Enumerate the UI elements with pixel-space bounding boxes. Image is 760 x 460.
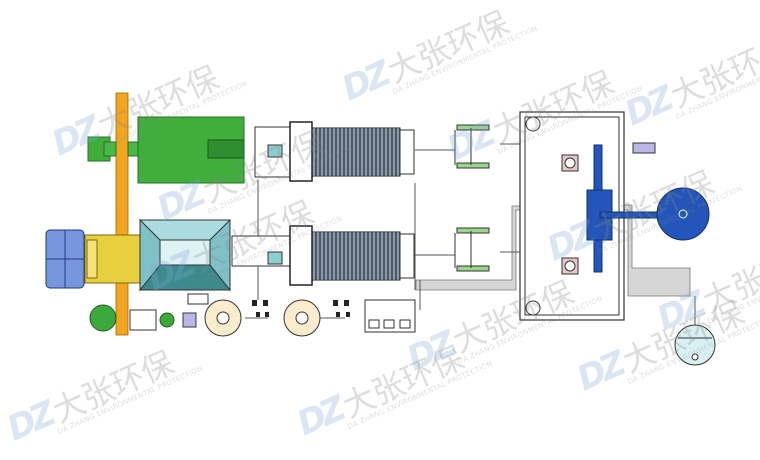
filter-press-lower: [231, 225, 415, 286]
dosing-equipment: [89, 304, 197, 332]
sludge-conditioning-unit: [87, 116, 245, 184]
valve-manifold-upper: [454, 124, 490, 169]
panel: [632, 142, 656, 154]
pipe-lines: [245, 143, 696, 325]
pump-discs: [204, 299, 321, 337]
sludge-hopper: [138, 218, 232, 305]
control-cabinet: [364, 299, 416, 333]
sludge-truck: [45, 229, 141, 289]
valve-manifold-lower: [454, 227, 490, 272]
filter-press-upper: [254, 121, 415, 182]
valves: [252, 300, 350, 317]
drain-tank: [674, 324, 716, 366]
support-beam: [115, 92, 129, 336]
agitator: [586, 144, 710, 273]
